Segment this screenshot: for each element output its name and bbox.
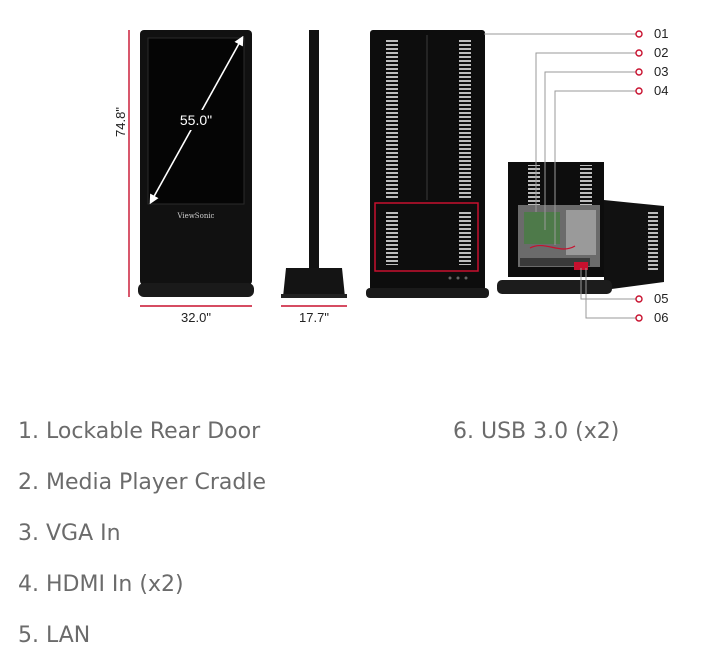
callout-label-05: 05 xyxy=(654,291,668,306)
callout-label-03: 03 xyxy=(654,64,668,79)
feature-media-player-cradle: 2. Media Player Cradle xyxy=(18,470,267,495)
feature-lan: 5. LAN xyxy=(18,623,91,648)
height-dimension: 74.8" xyxy=(113,30,130,297)
feature-hdmi-in: 4. HDMI In (x2) xyxy=(18,572,184,597)
callout-label-01: 01 xyxy=(654,26,668,41)
brand-logo: ViewSonic xyxy=(177,212,215,220)
diagonal-label: 55.0" xyxy=(180,112,212,128)
front-view-kiosk: 55.0" ViewSonic xyxy=(138,30,254,297)
callout-leaders xyxy=(484,33,636,319)
depth-dimension: 17.7" xyxy=(281,305,347,325)
side-view-kiosk xyxy=(281,30,347,298)
height-label: 74.8" xyxy=(113,107,128,137)
width-dimension: 32.0" xyxy=(140,305,252,325)
feature-usb: 6. USB 3.0 (x2) xyxy=(453,419,620,444)
callout-label-02: 02 xyxy=(654,45,668,60)
feature-vga-in: 3. VGA In xyxy=(18,521,121,546)
callout-markers xyxy=(635,30,643,322)
feature-lockable-rear-door: 1. Lockable Rear Door xyxy=(18,419,261,444)
open-rear-door-closeup xyxy=(497,162,664,294)
back-view-kiosk xyxy=(366,30,489,298)
depth-label: 17.7" xyxy=(299,310,329,325)
product-dimension-diagram: 55.0" ViewSonic 74.8" 32.0" 17.7" xyxy=(113,26,668,325)
width-label: 32.0" xyxy=(181,310,211,325)
callout-label-06: 06 xyxy=(654,310,668,325)
callout-label-04: 04 xyxy=(654,83,668,98)
